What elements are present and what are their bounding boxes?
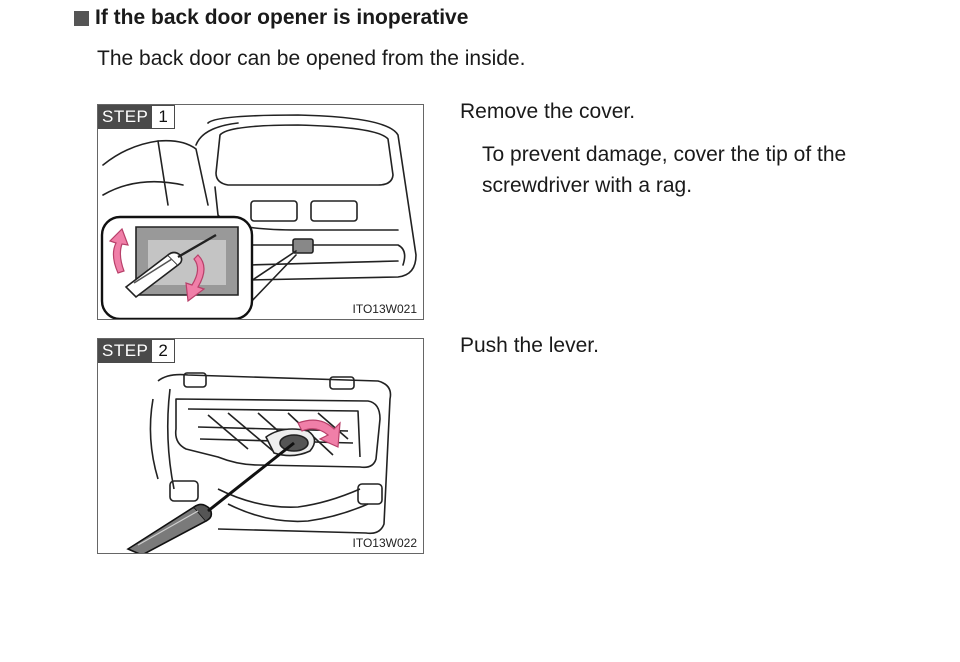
step-1-badge: STEP 1: [98, 105, 175, 129]
step-2-word: STEP: [98, 339, 153, 363]
step-1-word: STEP: [98, 105, 153, 129]
lever-illustration: [126, 372, 392, 553]
step-2-figure: STEP 2: [97, 338, 424, 554]
step-2-number: 2: [152, 339, 175, 363]
back-door-illustration: [100, 114, 417, 319]
step-1-note: To prevent damage, cover the tip of the …: [482, 143, 847, 197]
step-1-number: 1: [152, 105, 175, 129]
step-2-instruction: Push the lever.: [460, 334, 599, 357]
step-1-instruction: Remove the cover.: [460, 100, 636, 123]
step-2-badge: STEP 2: [98, 339, 175, 363]
section-heading: If the back door opener is inoperative: [74, 6, 468, 30]
intro-text: The back door can be opened from the ins…: [97, 47, 526, 70]
step-2-figure-code: ITO13W022: [352, 536, 417, 550]
step-1-figure-code: ITO13W021: [352, 302, 417, 316]
square-bullet-icon: [74, 10, 89, 26]
section-heading-text: If the back door opener is inoperative: [95, 6, 469, 29]
step-1-figure: STEP 1: [97, 104, 424, 320]
